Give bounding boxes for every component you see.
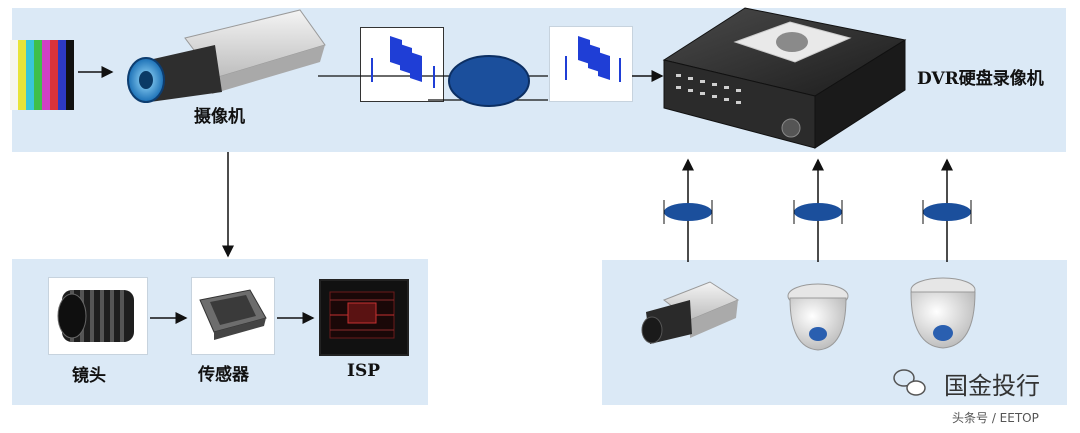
wechat-icon (893, 369, 926, 396)
dvr-label: DVR硬盘录像机 (917, 69, 1044, 89)
sensor-label: 传感器 (198, 365, 249, 385)
watermark-source: 头条号 / EETOP (952, 411, 1039, 425)
uplink-3 (922, 158, 972, 262)
isp-label: ISP (347, 361, 381, 381)
box-camera-icon (641, 281, 740, 344)
video-frames-icon (565, 36, 621, 82)
signal-ellipse-icon (448, 55, 530, 107)
watermark-brand: 国金投行 (944, 372, 1040, 400)
lens-icon (57, 290, 134, 342)
dome-camera-icon (910, 277, 976, 349)
dome-camera-icon (787, 283, 849, 351)
dvr-recorder-icon (662, 7, 907, 149)
box-camera-icon (127, 9, 326, 103)
uplink-1 (663, 158, 713, 262)
color-bars-icon (10, 40, 74, 110)
video-frames-icon (371, 36, 435, 88)
isp-board-icon (329, 291, 395, 339)
sensor-chip-icon (199, 289, 267, 340)
lens-label: 镜头 (72, 366, 106, 386)
uplink-2 (793, 158, 843, 262)
camera-label: 摄像机 (194, 107, 245, 127)
